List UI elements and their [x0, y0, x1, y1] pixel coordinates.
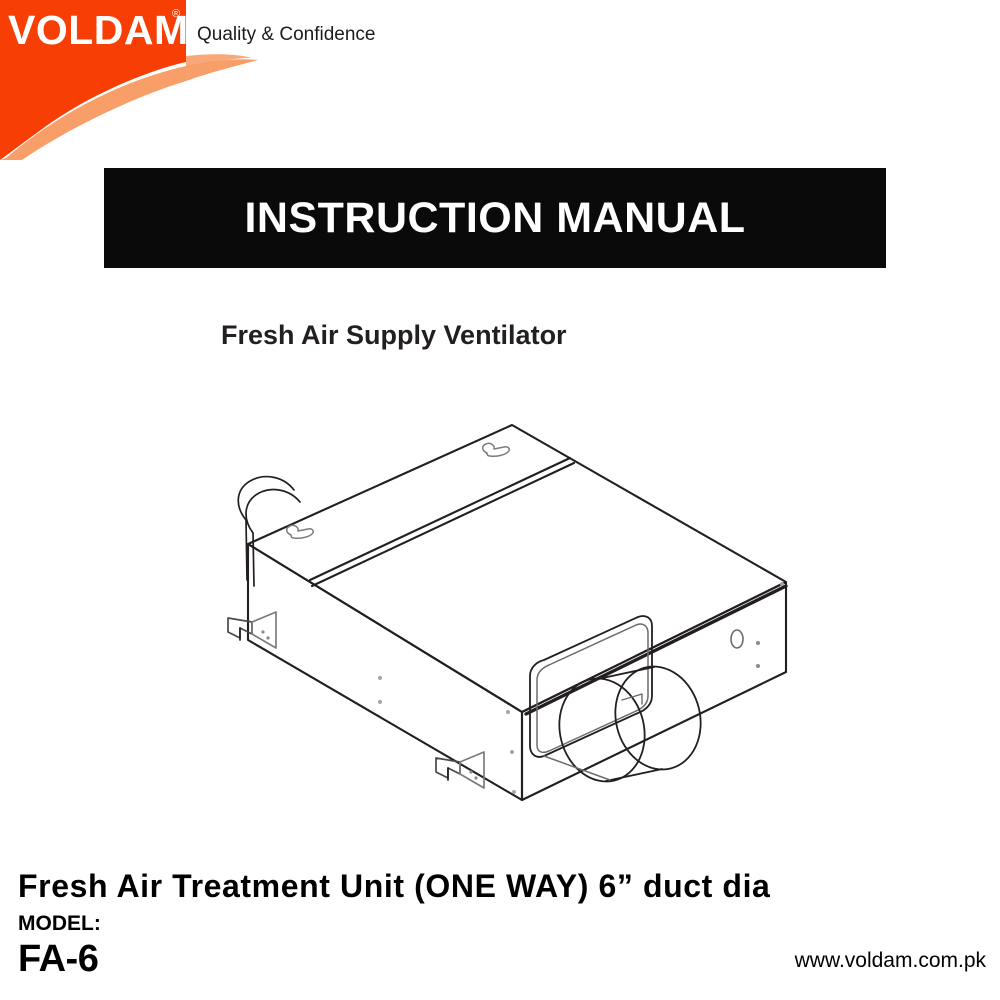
front-duct-collar — [543, 665, 702, 783]
brand-tagline: Quality & Confidence — [197, 24, 376, 45]
mounting-bracket-upper — [227, 611, 277, 649]
cable-grommet-hole — [730, 629, 744, 649]
keyhole-slot-front — [286, 524, 314, 539]
brand-logo-graphic — [0, 0, 258, 160]
title-banner: INSTRUCTION MANUAL — [104, 168, 886, 268]
keyhole-slot-rear — [482, 442, 510, 457]
brand-red-block — [0, 0, 186, 160]
front-outlet-panel — [529, 615, 653, 758]
website-url: www.voldam.com.pk — [794, 949, 986, 972]
brand-header: VOLDAM ® Quality & Confidence — [0, 0, 400, 160]
side-panel-details — [730, 629, 760, 668]
model-label: MODEL: — [18, 912, 101, 935]
brand-swoosh-lower — [0, 59, 258, 160]
product-subtitle: Fresh Air Supply Ventilator — [221, 320, 567, 350]
registered-trademark-icon: ® — [172, 8, 181, 20]
front-right-face — [520, 580, 788, 802]
side-dot-lower — [756, 664, 760, 668]
footer-headline: Fresh Air Treatment Unit (ONE WAY) 6” du… — [18, 868, 771, 904]
top-face — [246, 423, 788, 714]
product-illustration — [190, 400, 830, 820]
model-value: FA-6 — [18, 938, 99, 980]
side-dot-upper — [756, 641, 760, 645]
keyhole-slot-group — [286, 442, 510, 539]
rivet-dots — [378, 582, 784, 794]
mounting-bracket-lower — [435, 751, 485, 789]
manual-title: INSTRUCTION MANUAL — [244, 193, 746, 242]
brand-swoosh-upper — [186, 54, 252, 68]
top-seam-line-a — [308, 456, 572, 582]
ventilator-line-drawing — [227, 423, 788, 802]
top-seam-line-b — [310, 461, 576, 588]
brand-wordmark: VOLDAM — [8, 7, 189, 53]
front-left-face — [246, 542, 524, 802]
